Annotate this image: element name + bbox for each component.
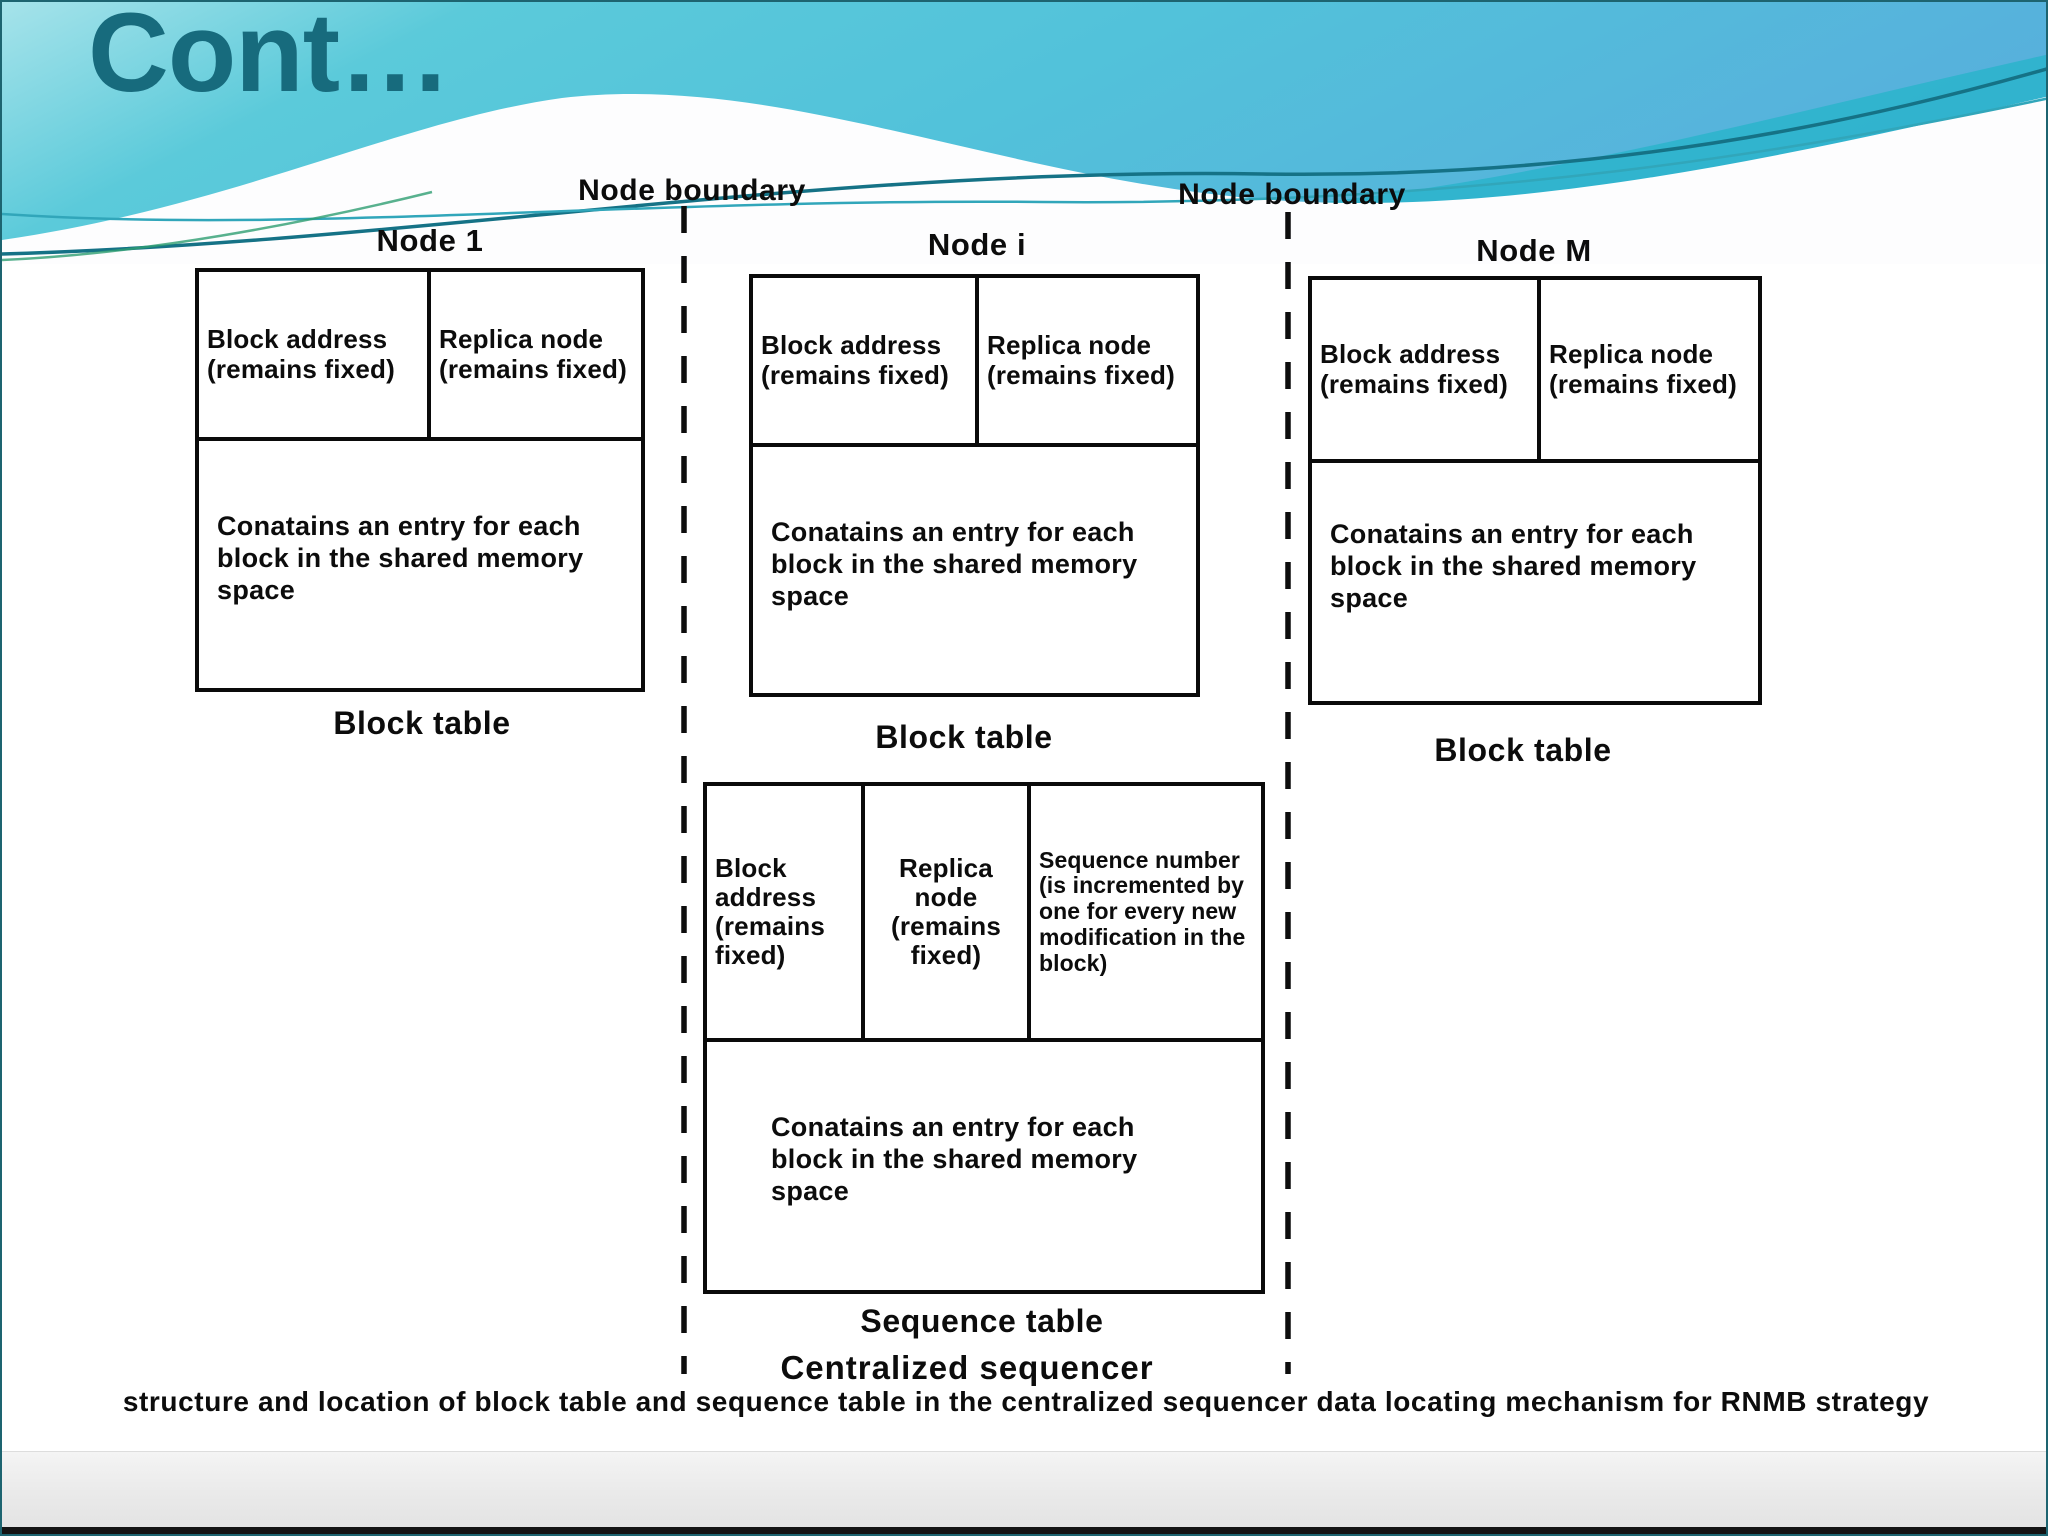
node-i-block-table: Block address (remains fixed) Replica no… [749, 274, 1200, 697]
thin-wave-line-green [2, 190, 433, 262]
sequence-table-header-row: Block address (remains fixed) Replica no… [707, 786, 1261, 1042]
footer-band [2, 1451, 2046, 1534]
node-i-block-address-cell: Block address (remains fixed) [753, 278, 979, 443]
node-i-header-row: Block address (remains fixed) Replica no… [753, 278, 1196, 447]
node-1-block-table: Block address (remains fixed) Replica no… [195, 268, 645, 692]
node-m-table-body-cell: Conatains an entry for each block in the… [1330, 519, 1697, 613]
header-wave-art [2, 2, 2046, 264]
sequence-replica-node-cell: Replica node (remains fixed) [865, 786, 1031, 1038]
diagram-panel: Node boundary Node boundary Node 1 Block… [2, 152, 2046, 1462]
sequence-number-cell: Sequence number (is incremented by one f… [1039, 846, 1246, 976]
node-boundary-label-left: Node boundary [578, 174, 806, 207]
node-i-table-body-cell: Conatains an entry for each block in the… [771, 517, 1138, 611]
slide-title: Cont… [88, 0, 451, 115]
sequence-block-address-cell: Block address (remains fixed) [707, 786, 865, 1038]
sequence-table: Block address (remains fixed) Replica no… [703, 782, 1265, 1294]
bottom-border-strip [2, 1527, 2046, 1534]
thin-wave-line-dark [2, 67, 2046, 256]
node-i-block-table-label: Block table [875, 719, 1053, 755]
node-boundary-label-right: Node boundary [1178, 178, 1406, 211]
node-m-block-address-cell: Block address (remains fixed) [1312, 280, 1541, 459]
figure-caption: structure and location of block table an… [122, 1386, 1930, 1417]
node-1-table-body-cell: Conatains an entry for each block in the… [217, 511, 584, 605]
node-m-title: Node M [1476, 233, 1592, 268]
node-1-header-row: Block address (remains fixed) Replica no… [199, 272, 641, 441]
node-m-block-table: Block address (remains fixed) Replica no… [1308, 276, 1762, 705]
node-m-header-row: Block address (remains fixed) Replica no… [1312, 280, 1758, 463]
node-m-replica-node-cell: Replica node (remains fixed) [1549, 339, 1737, 399]
node-boundary-dashed-line-left [681, 206, 687, 1374]
node-1-block-address-cell: Block address (remains fixed) [199, 272, 431, 437]
node-1-block-table-label: Block table [333, 705, 511, 741]
thin-wave-line-light [2, 97, 2046, 222]
sequence-table-label: Sequence table [860, 1303, 1104, 1339]
node-i-replica-node-cell: Replica node (remains fixed) [987, 330, 1175, 390]
node-m-block-table-label: Block table [1434, 732, 1612, 768]
node-1-title: Node 1 [376, 223, 484, 258]
node-i-title: Node i [927, 227, 1027, 262]
node-1-replica-node-cell: Replica node (remains fixed) [439, 324, 627, 384]
centralized-sequencer-label: Centralized sequencer [780, 1349, 1154, 1386]
sequence-table-body-cell: Conatains an entry for each block in the… [771, 1112, 1138, 1206]
node-boundary-dashed-line-right [1285, 212, 1291, 1374]
